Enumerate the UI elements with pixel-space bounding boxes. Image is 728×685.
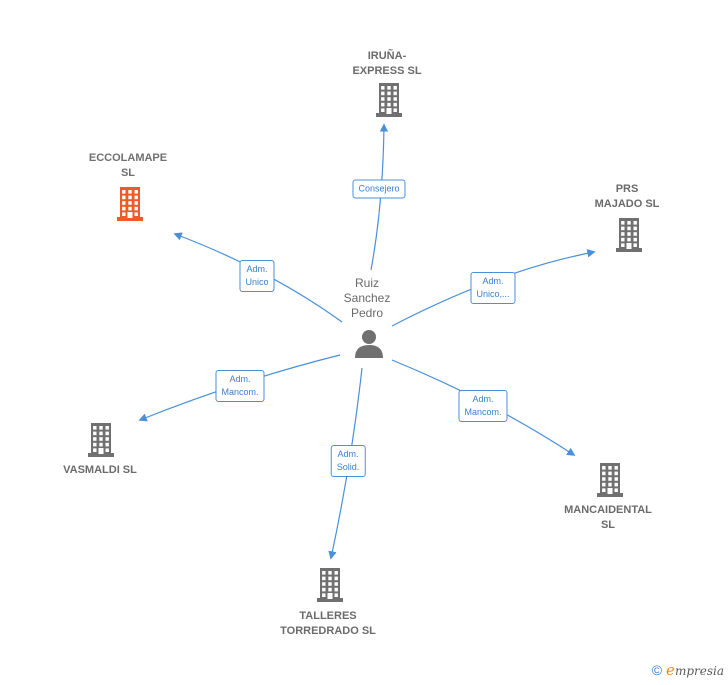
company-label-vasmaldi[interactable]: VASMALDI SL (63, 464, 137, 476)
company-label-talleres[interactable]: TALLERES TORREDRADO SL (280, 610, 376, 637)
company-label-eccolamape[interactable]: ECCOLAMAPE SL (88, 152, 168, 179)
edge-iruna (370, 123, 389, 271)
edge-label-talleres: Adm. Solid. (330, 445, 366, 477)
edge-label-mancaidental: Adm. Mancom. (458, 390, 508, 422)
copyright-icon: © (651, 662, 663, 678)
brand-logo: empresia (666, 661, 724, 679)
building-icon[interactable] (117, 187, 143, 221)
person-icon[interactable] (355, 330, 383, 358)
building-icon[interactable] (616, 218, 642, 252)
edge-label-vasmaldi: Adm. Mancom. (215, 370, 265, 402)
footer-brand[interactable]: © empresia (652, 661, 724, 679)
company-label-iruna[interactable]: IRUÑA- EXPRESS SL (352, 50, 422, 77)
building-icon[interactable] (88, 423, 114, 457)
building-icon[interactable] (317, 568, 343, 602)
edge-label-eccolamape: Adm. Unico (239, 260, 275, 292)
building-icon[interactable] (376, 83, 402, 117)
edge-label-iruna: Consejero (352, 179, 406, 199)
building-icon[interactable] (597, 463, 623, 497)
edge-label-prs: Adm. Unico,... (470, 272, 516, 304)
company-label-prs[interactable]: PRS MAJADO SL (594, 183, 660, 210)
person-name-label[interactable]: Ruiz Sanchez Pedro (343, 276, 391, 320)
company-label-mancaidental[interactable]: MANCAIDENTAL SL (564, 504, 652, 531)
